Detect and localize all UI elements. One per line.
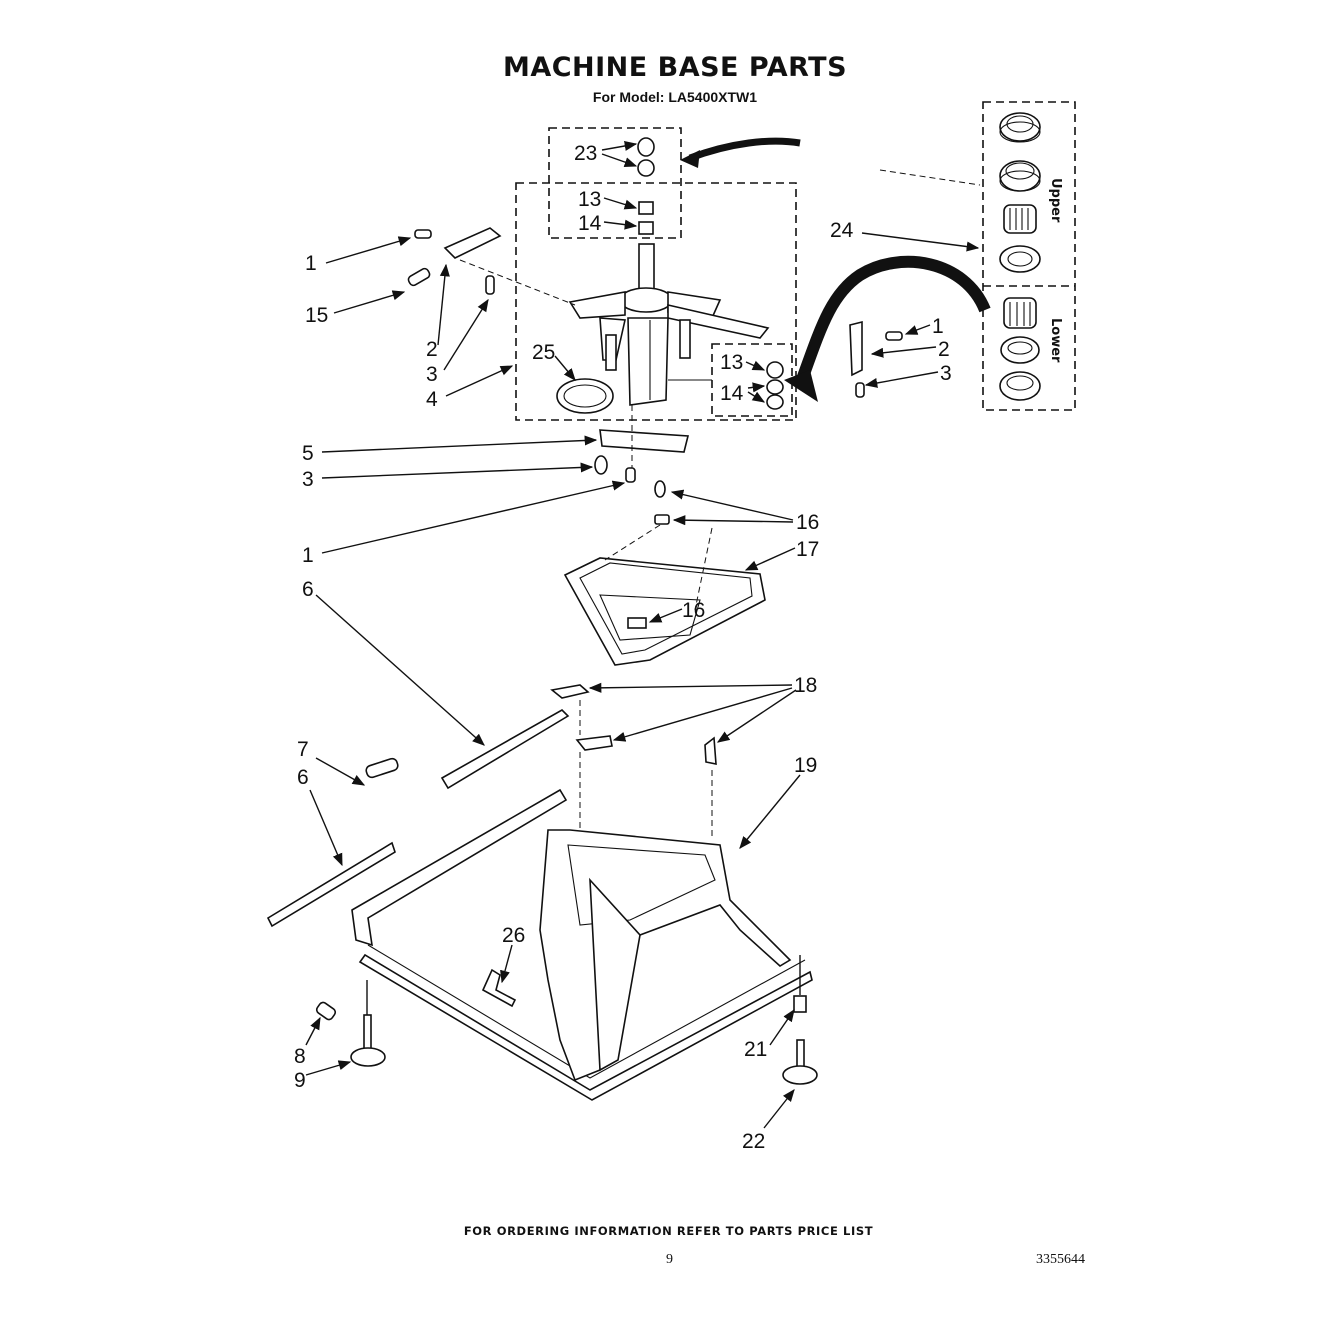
machine-base-frame [351, 788, 813, 1101]
lower-label: Lower [1048, 318, 1063, 363]
bearing-kit-inset [982, 101, 1076, 411]
callout-13-upper: 13 [578, 188, 601, 211]
callout-14-upper: 14 [578, 212, 602, 235]
callout-13-lower: 13 [720, 351, 743, 374]
callout-7: 7 [297, 738, 309, 761]
callout-25: 25 [532, 341, 555, 364]
callout-15: 15 [305, 304, 328, 327]
callout-1-left: 1 [305, 252, 317, 275]
callout-3-center: 3 [302, 468, 314, 491]
callout-1-center: 1 [302, 544, 314, 567]
bushings-upper [637, 137, 655, 235]
leveling-legs [315, 955, 818, 1085]
inset-curved-arrow-head [784, 370, 818, 402]
callout-24: 24 [830, 219, 854, 242]
right-suspension-hardware [849, 320, 903, 398]
callout-3-right: 3 [940, 362, 952, 385]
pads [550, 684, 717, 840]
clip [481, 968, 517, 1008]
callout-2-right: 2 [938, 338, 950, 361]
leader-lines [305, 141, 980, 1129]
left-suspension-hardware [407, 227, 576, 306]
callout-5: 5 [302, 442, 314, 465]
callout-22: 22 [742, 1130, 765, 1153]
upper-label: Upper [1048, 178, 1063, 223]
callout-16-bottom: 16 [682, 599, 705, 622]
inset-curved-arrow [794, 255, 991, 388]
ordering-info-note: FOR ORDERING INFORMATION REFER TO PARTS … [463, 1224, 874, 1238]
callout-3-left: 3 [426, 363, 438, 386]
document-number: 3355644 [1036, 1252, 1085, 1267]
callout-2-left: 2 [426, 338, 438, 361]
callout-14-lower: 14 [720, 382, 744, 405]
gasket [556, 378, 614, 414]
callout-1-right: 1 [932, 315, 944, 338]
callout-6-lower: 6 [297, 766, 309, 789]
center-hardware [594, 405, 690, 483]
spider-assembly [568, 243, 770, 406]
model-subtitle: For Model: LA5400XTW1 [592, 89, 758, 105]
bushings-lower [766, 361, 784, 410]
inset-dash-link [879, 169, 981, 186]
callout-16-top: 16 [796, 511, 819, 534]
lower-bearing-parts [999, 297, 1041, 401]
callout-19: 19 [794, 754, 817, 777]
upper-bearing-parts [999, 112, 1041, 273]
callout-4: 4 [426, 388, 438, 411]
page-number: 9 [666, 1252, 673, 1267]
rails [266, 709, 570, 928]
callout-9: 9 [294, 1069, 306, 1092]
spider-assembly-box [515, 182, 797, 421]
callout-26: 26 [502, 924, 525, 947]
callout-8: 8 [294, 1045, 306, 1068]
callout-23: 23 [574, 142, 597, 165]
callout-18: 18 [794, 674, 817, 697]
callout-6-upper: 6 [302, 578, 314, 601]
callout-21: 21 [744, 1038, 767, 1061]
spider-support-frame [563, 480, 766, 666]
upper-box-arrow-head [680, 150, 700, 168]
page-title: MACHINE BASE PARTS [502, 52, 848, 83]
callout-17: 17 [796, 538, 819, 561]
upper-box-arrow [688, 137, 801, 162]
